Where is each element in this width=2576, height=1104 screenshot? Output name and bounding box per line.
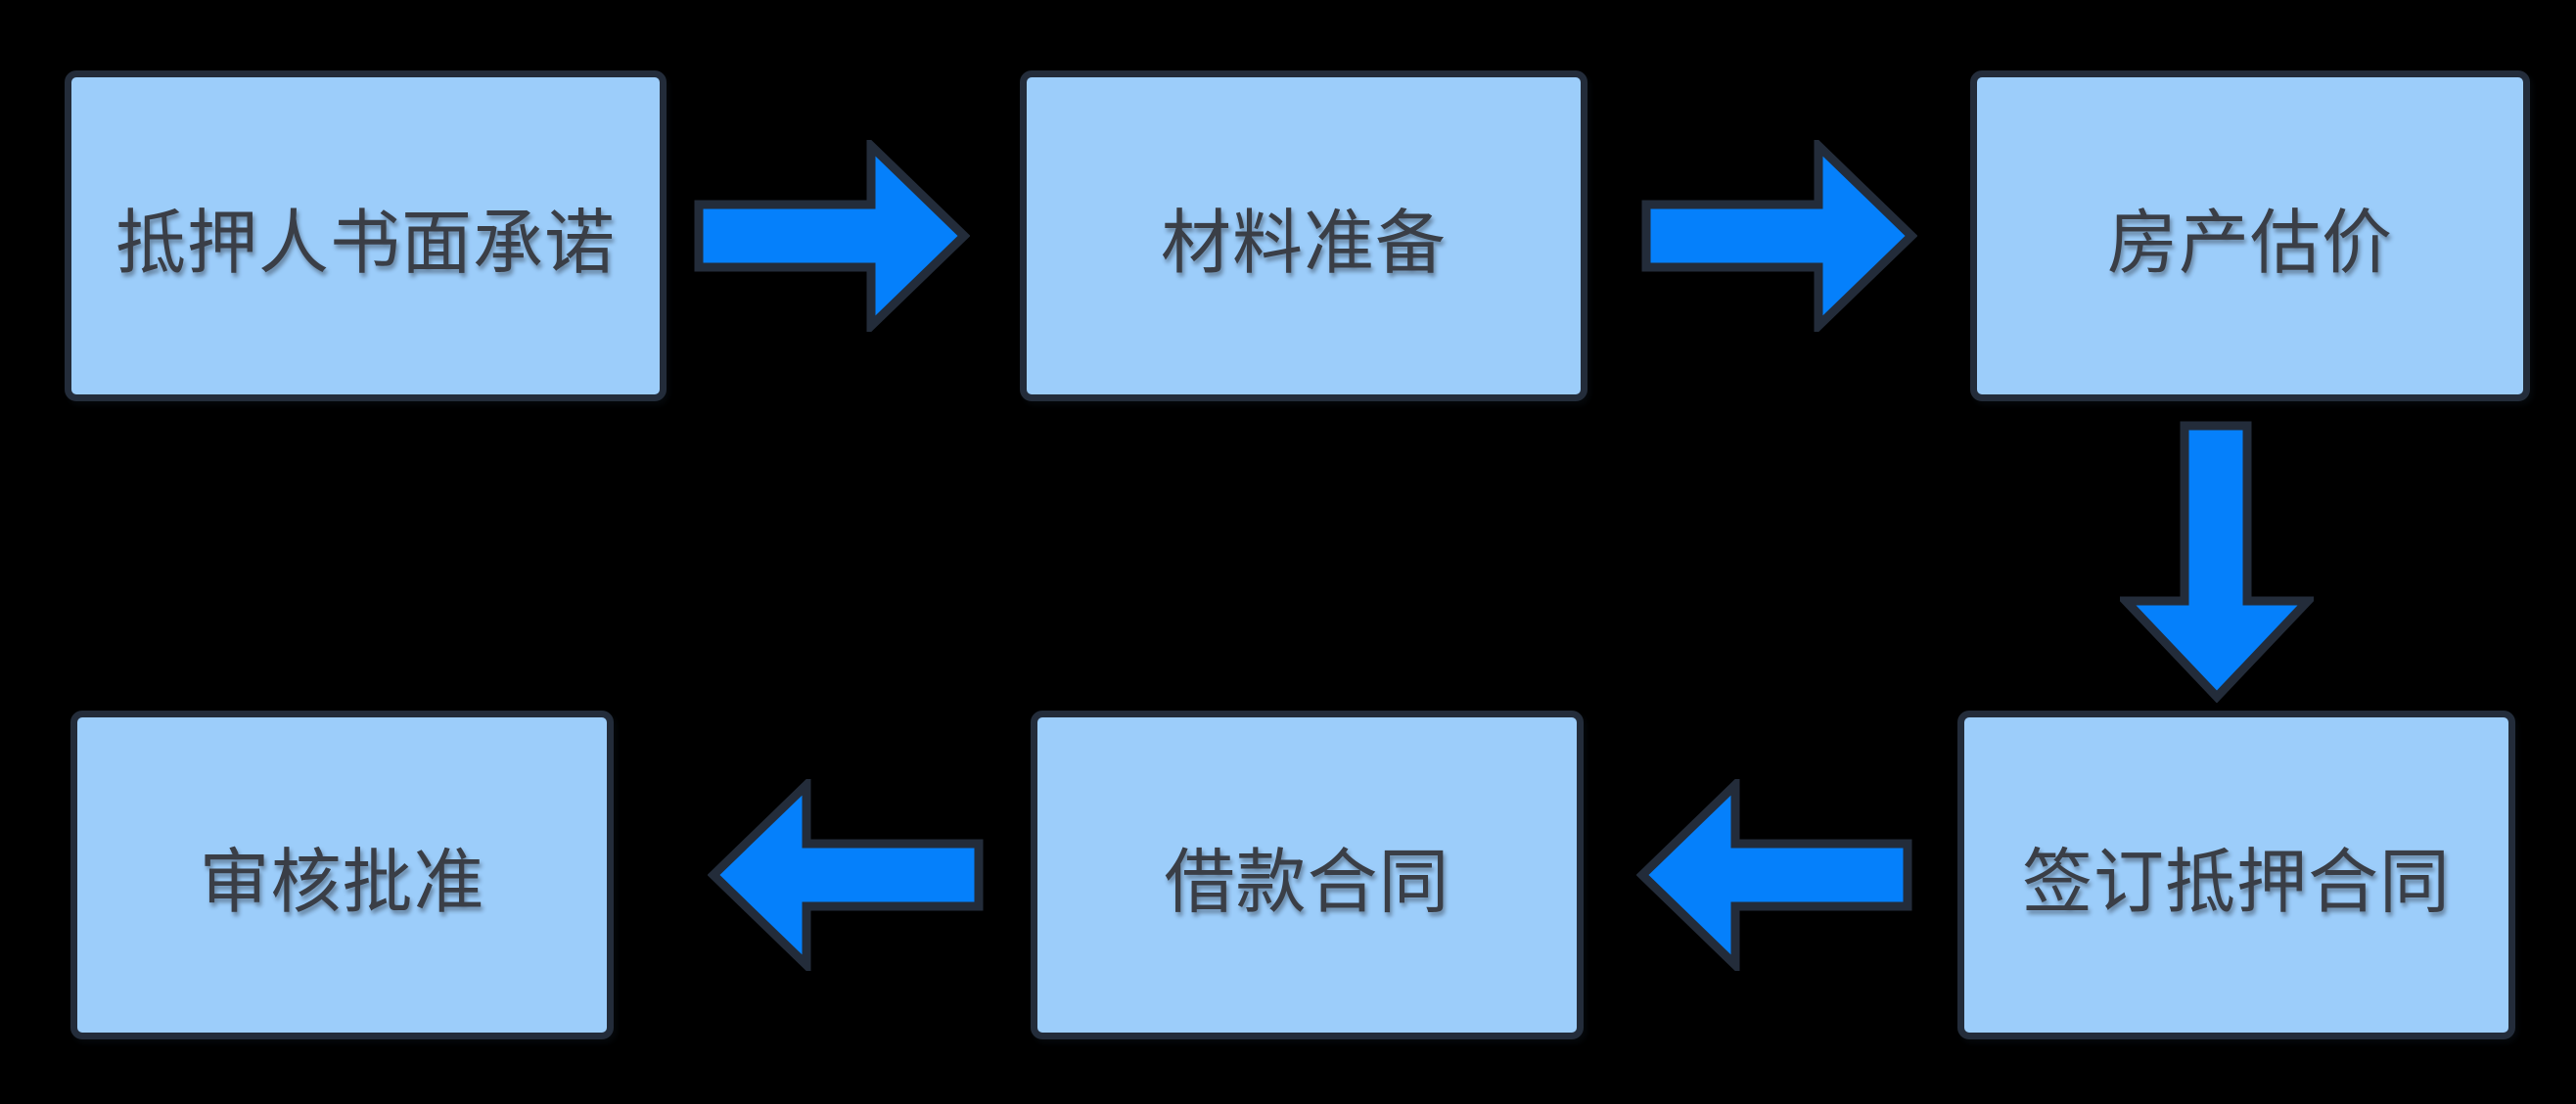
flow-node-mortgagor-written-commitment: 抵押人书面承诺 [65,70,667,401]
node-label-review-approval: 审核批准 [199,843,485,922]
flow-node-sign-mortgage-contract: 签订抵押合同 [1957,711,2515,1039]
node-label-sign-mortgage-contract: 签订抵押合同 [2021,843,2451,922]
arrow-left-icon [1636,779,1912,971]
flow-node-loan-contract: 借款合同 [1031,711,1584,1039]
node-label-mortgagor-written-commitment: 抵押人书面承诺 [115,204,616,283]
node-label-property-appraisal: 房产估价 [2106,204,2393,283]
arrow-down-icon [2120,421,2314,703]
node-label-loan-contract: 借款合同 [1164,843,1450,922]
arrow-left-icon [708,779,984,971]
flow-node-review-approval: 审核批准 [70,711,614,1039]
flow-node-property-appraisal: 房产估价 [1970,70,2530,401]
node-label-material-preparation: 材料准备 [1160,204,1447,283]
arrow-right-icon [1641,140,1917,332]
flow-node-material-preparation: 材料准备 [1020,70,1587,401]
arrow-right-icon [694,140,970,332]
